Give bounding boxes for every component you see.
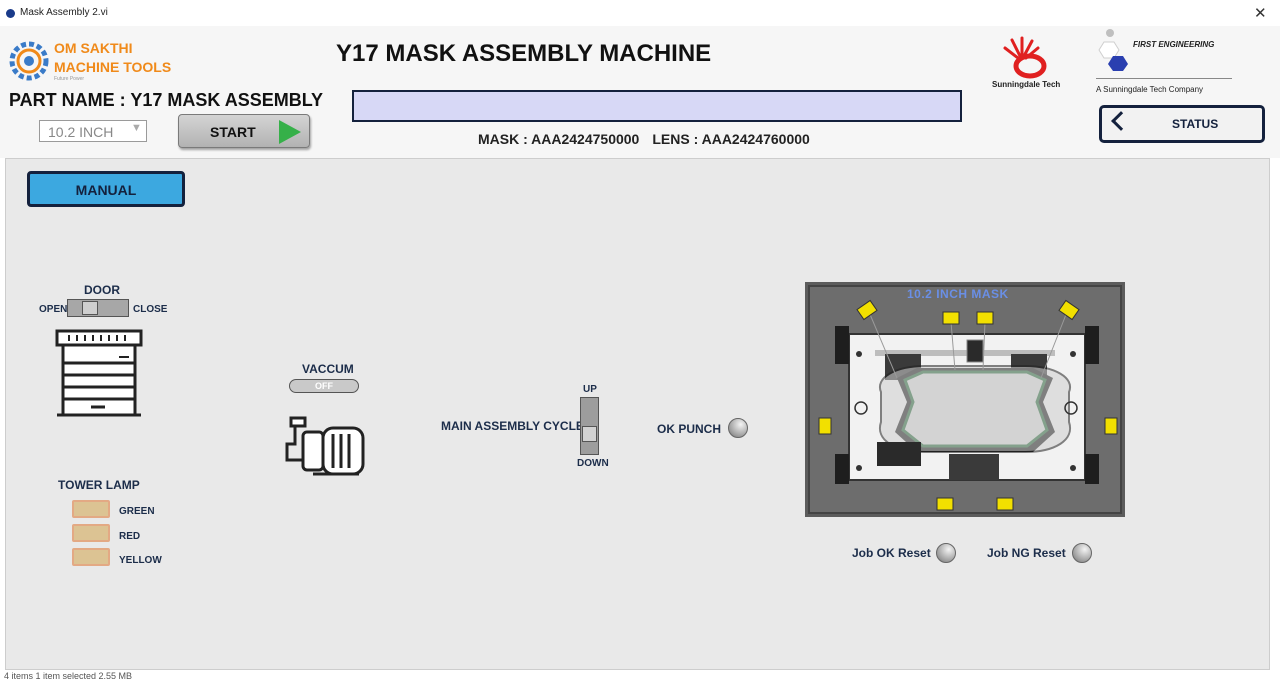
start-button[interactable]: START [178, 114, 310, 148]
first-engineering-logo-icon [1098, 29, 1128, 71]
cycle-switch-knob [582, 426, 597, 442]
sunningdale-name: Sunningdale Tech [992, 80, 1061, 89]
cycle-switch[interactable] [580, 397, 599, 455]
status-bar-text: 4 items 1 item selected 2.55 MB [4, 671, 133, 681]
vacuum-pump-icon [285, 416, 365, 476]
mask-fixture-image [805, 282, 1125, 517]
door-toggle[interactable] [67, 299, 129, 317]
yellow-lamp [72, 548, 110, 566]
cycle-label: MAIN ASSEMBLY CYCLE [441, 419, 584, 433]
app-icon [6, 9, 15, 18]
door-close-label: CLOSE [133, 304, 168, 315]
start-label: START [210, 124, 256, 140]
mask-image-title: 10.2 INCH MASK [907, 287, 1009, 301]
door-toggle-knob [82, 301, 98, 315]
logo-line2: MACHINE TOOLS [54, 59, 172, 75]
job-ok-reset-label: Job OK Reset [852, 546, 931, 560]
divider [1096, 78, 1232, 79]
tower-lamp-label: TOWER LAMP [58, 478, 140, 492]
manual-label: MANUAL [75, 182, 137, 198]
ok-punch-label: OK PUNCH [657, 422, 722, 436]
mask-code: MASK : AAA2424750000 [478, 131, 640, 147]
red-lamp-label: RED [119, 531, 141, 542]
job-ng-reset-button[interactable] [1072, 543, 1092, 563]
yellow-lamp-label: YELLOW [119, 555, 162, 566]
vaccum-toggle[interactable]: OFF [289, 379, 359, 393]
size-select[interactable]: 10.2 INCH [39, 120, 147, 142]
logo-tagline: Future Power [54, 76, 85, 82]
window-titlebar [0, 0, 1280, 26]
door-icon [55, 329, 143, 417]
part-codes: MASK : AAA2424750000 LENS : AAA2424760000 [478, 131, 810, 147]
door-open-label: OPEN [39, 304, 68, 315]
manual-button[interactable]: MANUAL [27, 171, 185, 207]
vaccum-state: OFF [315, 381, 333, 391]
status-label: STATUS [1172, 117, 1219, 131]
play-icon [279, 120, 301, 144]
green-lamp-label: GREEN [119, 506, 155, 517]
cycle-up-label: UP [583, 384, 597, 395]
job-ng-reset-label: Job NG Reset [987, 546, 1066, 560]
cycle-down-label: DOWN [577, 458, 609, 469]
ok-punch-button[interactable] [728, 418, 748, 438]
chevron-left-icon [1111, 111, 1131, 131]
chevron-down-icon: ▼ [131, 122, 142, 134]
page-title: Y17 MASK ASSEMBLY MACHINE [336, 40, 712, 67]
status-button[interactable]: STATUS [1099, 105, 1265, 143]
vaccum-label: VACCUM [302, 362, 354, 376]
part-name-label: PART NAME : Y17 MASK ASSEMBLY [9, 90, 324, 110]
gear-logo-icon [9, 41, 49, 81]
part-name-field[interactable] [352, 90, 962, 122]
lens-code: LENS : AAA2424760000 [652, 131, 810, 147]
red-lamp [72, 524, 110, 542]
logo-line1: OM SAKTHI [54, 40, 133, 56]
window-title: Mask Assembly 2.vi [20, 7, 108, 18]
status-bar [0, 672, 1280, 688]
first-engineering-name: FIRST ENGINEERING [1133, 40, 1215, 49]
job-ok-reset-button[interactable] [936, 543, 956, 563]
sunningdale-logo-icon [1003, 36, 1047, 79]
door-label: DOOR [84, 283, 120, 297]
close-icon[interactable]: ✕ [1254, 5, 1267, 22]
green-lamp [72, 500, 110, 518]
first-engineering-sub: A Sunningdale Tech Company [1096, 85, 1204, 94]
